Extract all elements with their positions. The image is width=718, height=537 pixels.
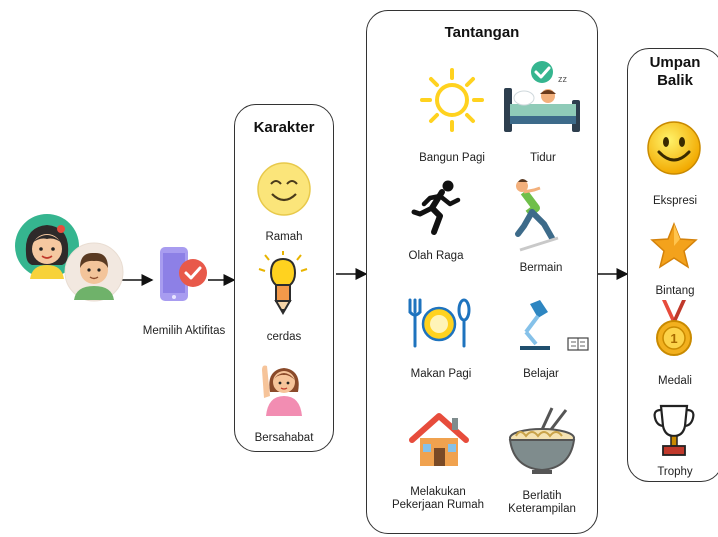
svg-text:zz: zz — [558, 74, 568, 84]
umpan-balik-label-ekspresi: Ekspresi — [652, 195, 698, 207]
tantangan-label-olah-raga: Olah Raga — [408, 250, 464, 262]
waving-girl-icon — [262, 365, 302, 416]
smiley-icon — [647, 121, 701, 175]
umpan-balik-title-line2: Balik — [657, 72, 693, 89]
lightbulb-pencil-icon — [258, 251, 308, 315]
keterampilan-line2: Keterampilan — [508, 503, 576, 515]
trophy-icon — [653, 404, 695, 456]
sun-icon — [420, 68, 484, 132]
umpan-balik-title: Umpan Balik — [627, 54, 718, 90]
choose-activity-label: Memilih Aktifitas — [142, 325, 226, 337]
running-person-icon — [411, 180, 461, 235]
smiling-face-icon — [257, 162, 311, 216]
father-avatar-icon — [64, 242, 124, 302]
karakter-title: Karakter — [253, 119, 315, 136]
umpan-balik-label-trophy: Trophy — [657, 466, 693, 478]
svg-text:1: 1 — [670, 331, 677, 346]
noodle-bowl-icon — [508, 407, 576, 474]
medal-icon: 1 — [656, 300, 692, 356]
pekerjaan-rumah-line2: Pekerjaan Rumah — [391, 499, 485, 511]
pekerjaan-rumah-line1: Melakukan — [410, 486, 466, 498]
phone-checkmark-icon — [160, 247, 207, 301]
tantangan-label-bermain: Bermain — [519, 262, 563, 274]
karakter-label-bersahabat: Bersahabat — [254, 432, 314, 444]
umpan-balik-label-bintang: Bintang — [655, 285, 695, 297]
umpan-balik-title-line1: Umpan — [649, 54, 701, 71]
desk-lamp-book-icon — [520, 300, 589, 351]
cutlery-plate-icon — [408, 298, 471, 348]
keterampilan-line1: Berlatih — [522, 490, 562, 502]
tantangan-label-bangun-pagi: Bangun Pagi — [419, 152, 485, 164]
star-icon — [650, 221, 698, 269]
umpan-balik-label-medali: Medali — [658, 375, 692, 387]
playing-boy-icon — [515, 179, 559, 252]
tantangan-label-tidur: Tidur — [530, 152, 556, 164]
tantangan-label-keterampilan: Berlatih Keterampilan — [496, 490, 588, 516]
sleeping-bed-icon: zz — [504, 61, 580, 132]
tantangan-label-makan-pagi: Makan Pagi — [410, 368, 472, 380]
tantangan-label-belajar: Belajar — [523, 368, 559, 380]
tantangan-title: Tantangan — [444, 24, 520, 41]
house-icon — [409, 413, 469, 466]
mother-avatar-icon — [15, 214, 79, 279]
karakter-label-cerdas: cerdas — [266, 331, 302, 343]
tantangan-label-pekerjaan-rumah: Melakukan Pekerjaan Rumah — [384, 486, 492, 512]
karakter-label-ramah: Ramah — [265, 231, 303, 243]
